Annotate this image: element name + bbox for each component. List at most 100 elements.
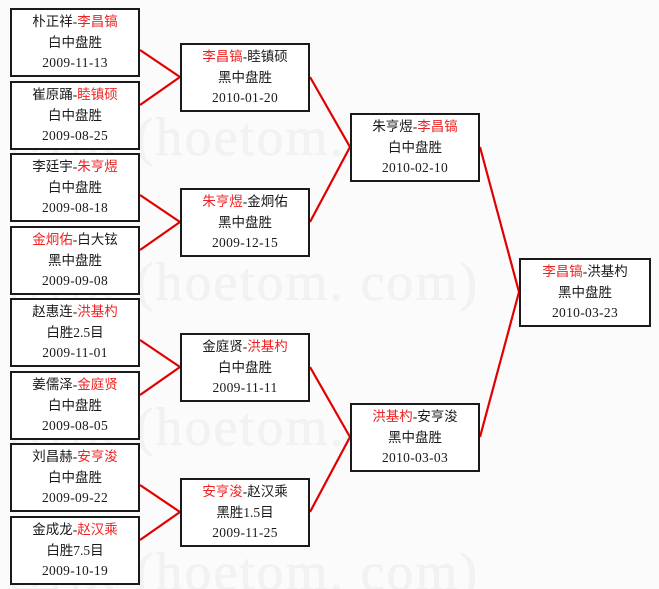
match-result: 白中盘胜 — [48, 107, 102, 123]
player-right: 睦镇硕 — [247, 49, 288, 64]
match-result: 黑中盘胜 — [388, 429, 442, 445]
match-result: 白中盘胜 — [48, 34, 102, 50]
match-date: 2009-08-25 — [42, 128, 108, 144]
player-left: 朱亨煜 — [202, 194, 243, 209]
player-left: 刘昌赫 — [32, 449, 73, 464]
vs-dash: - — [412, 119, 418, 134]
match-players: 朱亨煜-金炯佑 — [182, 192, 308, 213]
vs-dash: - — [72, 14, 78, 29]
player-right: 李昌镐 — [417, 119, 458, 134]
match-players: 金庭贤-洪基杓 — [182, 337, 308, 358]
player-left: 朴正祥 — [32, 14, 73, 29]
match-players: 李廷宇-朱亨煜 — [12, 157, 138, 178]
vs-dash: - — [72, 377, 78, 392]
match-box-r2-4[interactable]: 安亨浚-赵汉乘 黑胜1.5目 2009-11-25 — [180, 478, 310, 547]
vs-dash: - — [72, 449, 78, 464]
match-result: 白中盘胜 — [48, 397, 102, 413]
match-date: 2009-12-15 — [212, 235, 278, 251]
match-box-r2-3[interactable]: 金庭贤-洪基杓 白中盘胜 2009-11-11 — [180, 333, 310, 402]
player-right: 安亨浚 — [77, 449, 118, 464]
match-box-r1-3[interactable]: 李廷宇-朱亨煜 白中盘胜 2009-08-18 — [10, 153, 140, 222]
match-result: 黑中盘胜 — [218, 214, 272, 230]
match-result: 白中盘胜 — [218, 359, 272, 375]
player-left: 李廷宇 — [32, 159, 73, 174]
player-right: 赵汉乘 — [247, 484, 288, 499]
match-players: 崔原踊-睦镇硕 — [12, 85, 138, 106]
player-right: 洪基杓 — [77, 304, 118, 319]
match-box-r2-1[interactable]: 李昌镐-睦镇硕 黑中盘胜 2010-01-20 — [180, 43, 310, 112]
match-result: 黑中盘胜 — [558, 284, 612, 300]
player-left: 金炯佑 — [32, 232, 73, 247]
match-result: 白中盘胜 — [388, 139, 442, 155]
player-right: 赵汉乘 — [77, 522, 118, 537]
match-date: 2010-03-03 — [382, 450, 448, 466]
player-right: 白大铉 — [77, 232, 118, 247]
player-right: 朱亨煜 — [77, 159, 118, 174]
vs-dash: - — [242, 484, 248, 499]
player-right: 金庭贤 — [77, 377, 118, 392]
vs-dash: - — [72, 522, 78, 537]
match-players: 李昌镐-睦镇硕 — [182, 47, 308, 68]
match-players: 洪基杓-安亨浚 — [352, 407, 478, 428]
match-players: 朱亨煜-李昌镐 — [352, 117, 478, 138]
match-date: 2010-01-20 — [212, 90, 278, 106]
player-left: 朱亨煜 — [372, 119, 413, 134]
vs-dash: - — [242, 339, 248, 354]
player-right: 李昌镐 — [77, 14, 118, 29]
match-date: 2010-03-23 — [552, 305, 618, 321]
match-players: 金成龙-赵汉乘 — [12, 520, 138, 541]
player-right: 洪基杓 — [247, 339, 288, 354]
match-date: 2009-09-08 — [42, 273, 108, 289]
match-date: 2009-11-25 — [212, 525, 278, 541]
match-players: 朴正祥-李昌镐 — [12, 12, 138, 33]
match-result: 黑中盘胜 — [218, 69, 272, 85]
match-players: 金炯佑-白大铉 — [12, 230, 138, 251]
match-date: 2009-09-22 — [42, 490, 108, 506]
vs-dash: - — [242, 49, 248, 64]
match-players: 刘昌赫-安亨浚 — [12, 447, 138, 468]
player-left: 洪基杓 — [372, 409, 413, 424]
match-date: 2009-08-18 — [42, 200, 108, 216]
player-left: 金庭贤 — [202, 339, 243, 354]
match-box-r1-5[interactable]: 赵惠连-洪基杓 白胜2.5目 2009-11-01 — [10, 298, 140, 367]
match-box-r1-7[interactable]: 刘昌赫-安亨浚 白中盘胜 2009-09-22 — [10, 443, 140, 512]
match-players: 安亨浚-赵汉乘 — [182, 482, 308, 503]
match-result: 白胜7.5目 — [46, 542, 104, 558]
player-left: 姜儒泽 — [32, 377, 73, 392]
match-date: 2009-11-11 — [212, 380, 278, 396]
player-right: 安亨浚 — [417, 409, 458, 424]
vs-dash: - — [412, 409, 418, 424]
vs-dash: - — [582, 264, 588, 279]
match-date: 2009-08-05 — [42, 418, 108, 434]
match-box-r1-6[interactable]: 姜儒泽-金庭贤 白中盘胜 2009-08-05 — [10, 371, 140, 440]
vs-dash: - — [242, 194, 248, 209]
match-result: 白中盘胜 — [48, 469, 102, 485]
match-players: 李昌镐-洪基杓 — [521, 262, 649, 283]
match-box-r1-8[interactable]: 金成龙-赵汉乘 白胜7.5目 2009-10-19 — [10, 516, 140, 585]
match-box-r1-1[interactable]: 朴正祥-李昌镐 白中盘胜 2009-11-13 — [10, 8, 140, 77]
vs-dash: - — [72, 304, 78, 319]
match-box-semifinal-2[interactable]: 洪基杓-安亨浚 黑中盘胜 2010-03-03 — [350, 403, 480, 472]
match-date: 2009-10-19 — [42, 563, 108, 579]
player-left: 金成龙 — [32, 522, 73, 537]
match-box-r1-2[interactable]: 崔原踊-睦镇硕 白中盘胜 2009-08-25 — [10, 81, 140, 150]
match-box-r1-4[interactable]: 金炯佑-白大铉 黑中盘胜 2009-09-08 — [10, 226, 140, 295]
match-box-r2-2[interactable]: 朱亨煜-金炯佑 黑中盘胜 2009-12-15 — [180, 188, 310, 257]
match-box-semifinal-1[interactable]: 朱亨煜-李昌镐 白中盘胜 2010-02-10 — [350, 113, 480, 182]
player-right: 睦镇硕 — [77, 87, 118, 102]
player-right: 洪基杓 — [587, 264, 628, 279]
player-right: 金炯佑 — [247, 194, 288, 209]
vs-dash: - — [72, 232, 78, 247]
match-players: 赵惠连-洪基杓 — [12, 302, 138, 323]
match-date: 2009-11-01 — [42, 345, 108, 361]
match-date: 2010-02-10 — [382, 160, 448, 176]
match-players: 姜儒泽-金庭贤 — [12, 375, 138, 396]
match-result: 白胜2.5目 — [46, 324, 104, 340]
player-left: 李昌镐 — [542, 264, 583, 279]
vs-dash: - — [72, 87, 78, 102]
match-result: 白中盘胜 — [48, 179, 102, 195]
player-left: 崔原踊 — [32, 87, 73, 102]
match-box-final[interactable]: 李昌镐-洪基杓 黑中盘胜 2010-03-23 — [519, 258, 651, 327]
vs-dash: - — [72, 159, 78, 174]
player-left: 赵惠连 — [32, 304, 73, 319]
